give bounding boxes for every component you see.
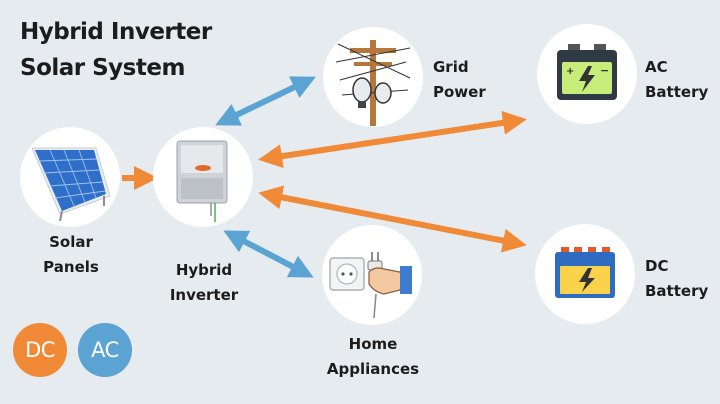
hybrid-inverter-node bbox=[153, 127, 253, 227]
dc-battery-label: DC Battery bbox=[645, 257, 709, 300]
connectors bbox=[122, 76, 527, 278]
home-appliances-label: Home Appliances bbox=[326, 335, 420, 378]
grid-power-label: Grid Power bbox=[433, 58, 486, 101]
solar-panel-icon bbox=[31, 147, 111, 222]
battery-icon bbox=[555, 247, 615, 298]
plug-socket-icon bbox=[329, 252, 412, 319]
solar-panels-label: Solar Panels bbox=[43, 233, 99, 276]
svg-text:+: + bbox=[566, 66, 574, 77]
ac-legend-badge: AC bbox=[78, 323, 132, 377]
dc-legend-badge: DC bbox=[13, 323, 67, 377]
inverter-ac-battery-arrow bbox=[258, 110, 527, 169]
inverter-grid-arrow bbox=[215, 76, 316, 126]
inverter-dc-battery-arrow bbox=[258, 185, 527, 253]
ac-battery-node: + − bbox=[537, 24, 637, 124]
grid-power-node bbox=[323, 27, 423, 127]
inverter-appliances-arrow bbox=[223, 230, 314, 278]
title-line-2: Solar System bbox=[20, 55, 185, 81]
dc-battery-node bbox=[535, 224, 635, 324]
home-appliances-node bbox=[322, 225, 422, 325]
solar-panels-node bbox=[20, 127, 120, 227]
ac-battery-label: AC Battery bbox=[645, 58, 709, 101]
hybrid-inverter-label: Hybrid Inverter bbox=[169, 261, 239, 304]
svg-text:−: − bbox=[600, 64, 609, 77]
diagram-title: Hybrid Inverter Solar System bbox=[20, 14, 212, 86]
power-pole-icon bbox=[335, 40, 411, 126]
battery-icon: + − bbox=[557, 44, 617, 100]
inverter-icon bbox=[176, 140, 228, 222]
title-line-1: Hybrid Inverter bbox=[20, 19, 212, 45]
